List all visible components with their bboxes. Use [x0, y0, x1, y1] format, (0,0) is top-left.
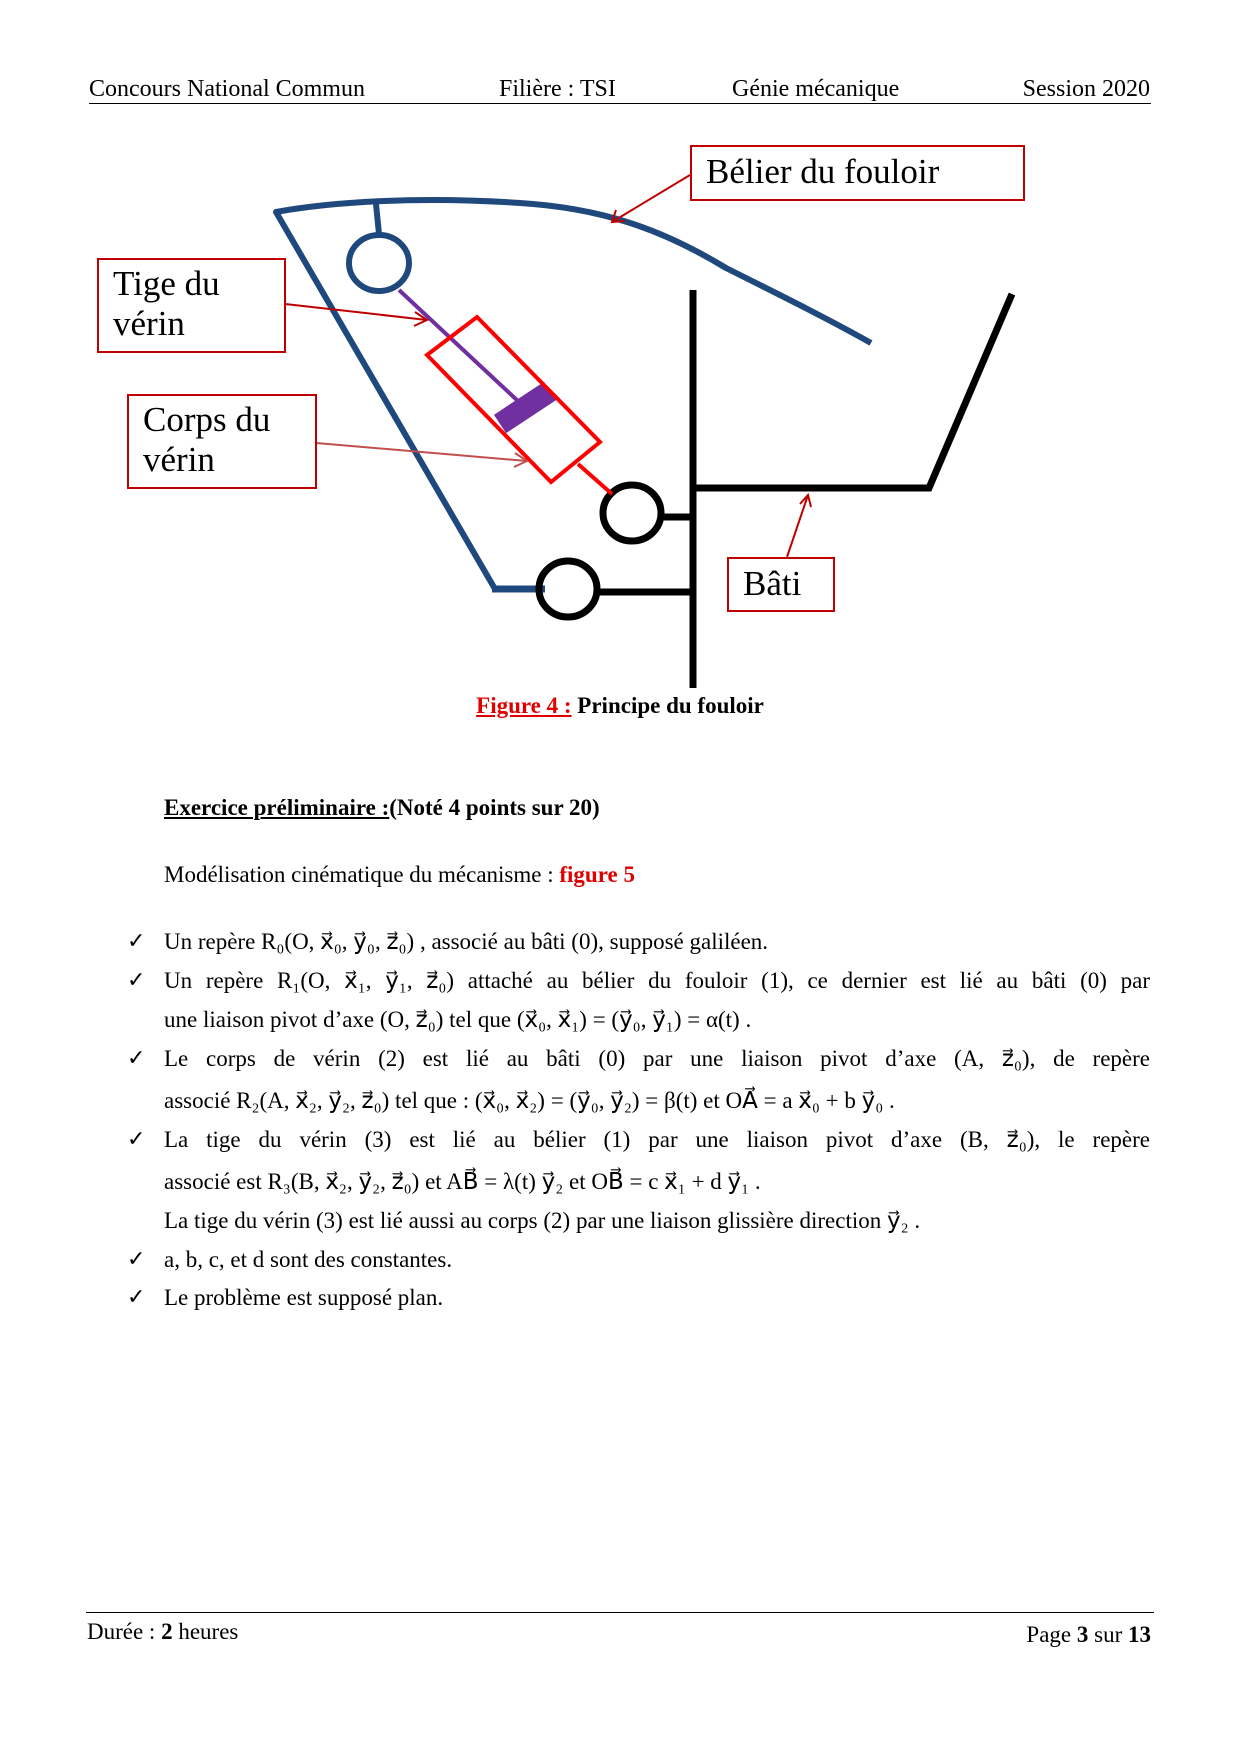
figure-caption-text: Principe du fouloir [571, 693, 764, 718]
label-arrows [284, 174, 812, 558]
label-bati: Bâti [727, 557, 835, 612]
exercise-heading: Exercice préliminaire :(Noté 4 points su… [164, 795, 600, 821]
intro-figure-ref: figure 5 [559, 862, 635, 887]
list-item: Le corps de vérin (2) est lié au bâti (0… [164, 1046, 1150, 1071]
footer-page-number: Page 3 sur 13 [1026, 1622, 1151, 1648]
footer-duration: Durée : 2 heures [87, 1619, 238, 1645]
check-icon: ✓ [127, 967, 146, 992]
list-item: Un repère R₀(O, x⃗₀, y⃗₀, z⃗₀) , associé… [164, 929, 769, 954]
belier-ram [273, 196, 873, 593]
label-corps-line2: vérin [143, 440, 215, 479]
list-item: Le problème est supposé plan. [164, 1285, 444, 1310]
check-icon: ✓ [127, 1126, 146, 1151]
check-icon: ✓ [127, 1284, 146, 1309]
figure-caption-number: Figure 4 : [476, 693, 572, 718]
exercise-heading-note: (Noté 4 points sur 20) [389, 795, 600, 820]
label-tige-line2: vérin [113, 304, 185, 343]
header-subject: Génie mécanique [732, 76, 900, 102]
page-current: 3 [1076, 1622, 1089, 1647]
list-item-continuation: associé est R₃(B, x⃗₂, y⃗₂, z⃗₀) et AB⃗ … [164, 1169, 761, 1194]
label-belier: Bélier du fouloir [690, 145, 1025, 201]
check-icon: ✓ [127, 1246, 146, 1271]
page-total: 13 [1128, 1622, 1151, 1647]
header-session: Session 2020 [1022, 76, 1150, 102]
exercise-intro: Modélisation cinématique du mécanisme : … [164, 862, 635, 888]
list-item: Un repère R₁(O, x⃗₁, y⃗₁, z⃗₀) attaché a… [164, 968, 1150, 993]
header-filiere: Filière : TSI [499, 76, 616, 102]
list-item: La tige du vérin (3) est lié au bélier (… [164, 1127, 1150, 1152]
cylinder-rod [397, 288, 557, 434]
page-sep: sur [1088, 1622, 1128, 1647]
list-item-continuation: une liaison pivot d’axe (O, z⃗₀) tel que… [164, 1007, 752, 1032]
list-item: a, b, c, et d sont des constantes. [164, 1247, 453, 1272]
figure-caption: Figure 4 : Principe du fouloir [0, 693, 1240, 719]
duration-label: Durée : [87, 1619, 162, 1644]
list-item-continuation: associé R₂(A, x⃗₂, y⃗₂, z⃗₀) tel que : (… [164, 1088, 895, 1113]
cylinder-body [423, 314, 614, 496]
figure-fouloir-diagram [273, 174, 1016, 688]
label-corps-line1: Corps du [143, 400, 271, 439]
check-icon: ✓ [127, 928, 146, 953]
frame-bati [535, 290, 1016, 688]
list-item-continuation: La tige du vérin (3) est lié aussi au co… [164, 1208, 921, 1233]
duration-value: 2 [161, 1619, 173, 1644]
label-tige-line1: Tige du [113, 264, 220, 303]
page-label: Page [1026, 1622, 1077, 1647]
check-icon: ✓ [127, 1045, 146, 1070]
header-exam-name: Concours National Commun [89, 76, 365, 102]
duration-unit: heures [172, 1619, 239, 1644]
header-rule [89, 103, 1151, 104]
footer-rule [86, 1612, 1154, 1613]
label-corps-verin: Corps du vérin [127, 394, 317, 489]
exercise-heading-title: Exercice préliminaire : [164, 795, 390, 820]
intro-text: Modélisation cinématique du mécanisme : [164, 862, 560, 887]
label-tige-verin: Tige du vérin [97, 258, 286, 353]
